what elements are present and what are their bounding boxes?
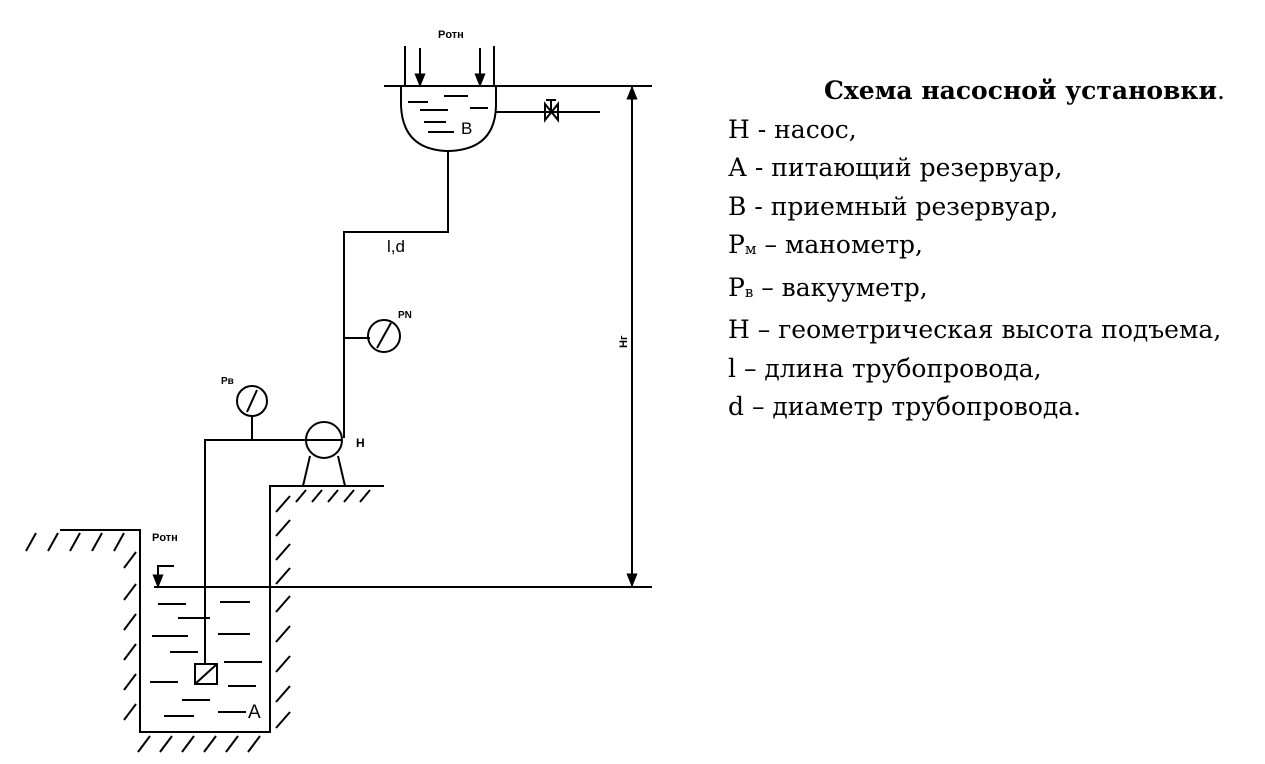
feeding-tank-a xyxy=(60,529,652,733)
label-height-hg: Hг xyxy=(618,335,630,348)
legend-item-height: Н – геометрическая высота подъема, xyxy=(728,315,1222,344)
atmosphere-arrow-bottom xyxy=(152,565,174,589)
suction-strainer xyxy=(194,663,218,685)
receiving-tank-b xyxy=(384,85,652,153)
legend-text: – вакууметр, xyxy=(753,272,928,302)
legend-title-text: Схема насосной установки xyxy=(824,76,1218,105)
ground-tank-a xyxy=(25,532,291,753)
label-pipe-ld: l,d xyxy=(387,237,405,256)
legend-item-diameter: d – диаметр трубопровода. xyxy=(728,392,1082,421)
pump xyxy=(302,421,346,487)
vacuum-gauge xyxy=(236,385,268,417)
discharge-pipe xyxy=(343,151,449,438)
suction-pipe xyxy=(204,416,306,664)
outlet-valve xyxy=(496,99,600,123)
legend-title-dot: . xyxy=(1217,76,1225,105)
label-pump: H xyxy=(356,436,365,450)
label-p-atm-bottom: Pотн xyxy=(152,532,178,544)
legend-item-receive-tank: В - приемный резервуар, xyxy=(728,191,1059,221)
manometer-gauge xyxy=(367,319,401,353)
legend-title: Схема насосной установки. xyxy=(728,72,1258,111)
legend: Схема насосной установки. Н - насос, А -… xyxy=(728,72,1258,427)
legend-item-length: l – длина трубопровода, xyxy=(728,353,1042,383)
label-vacuum-gauge: Pв xyxy=(221,376,234,387)
ground-pump xyxy=(269,485,384,587)
label-tank-a: A xyxy=(248,702,261,723)
legend-symbol: Р xyxy=(728,272,745,302)
label-tank-b: B xyxy=(461,119,472,138)
legend-item-feed-tank: А - питающий резервуар, xyxy=(728,153,1063,182)
legend-item-vacuum-gauge: Рв – вакууметр, xyxy=(728,269,1258,312)
pump-installation-diagram: Pотн B l,d PN Pв H Pотн A Hг xyxy=(25,29,652,753)
legend-symbol: Р xyxy=(728,230,745,259)
atmosphere-arrows-top xyxy=(404,46,495,88)
label-manometer: PN xyxy=(398,310,412,321)
legend-text: – манометр, xyxy=(756,230,923,259)
legend-item-pump: Н - насос, xyxy=(728,114,857,144)
legend-item-manometer: Рм – манометр, xyxy=(728,226,1258,269)
legend-subscript: м xyxy=(744,240,757,258)
label-p-atm-top: Pотн xyxy=(438,29,464,41)
legend-subscript: в xyxy=(744,282,754,301)
